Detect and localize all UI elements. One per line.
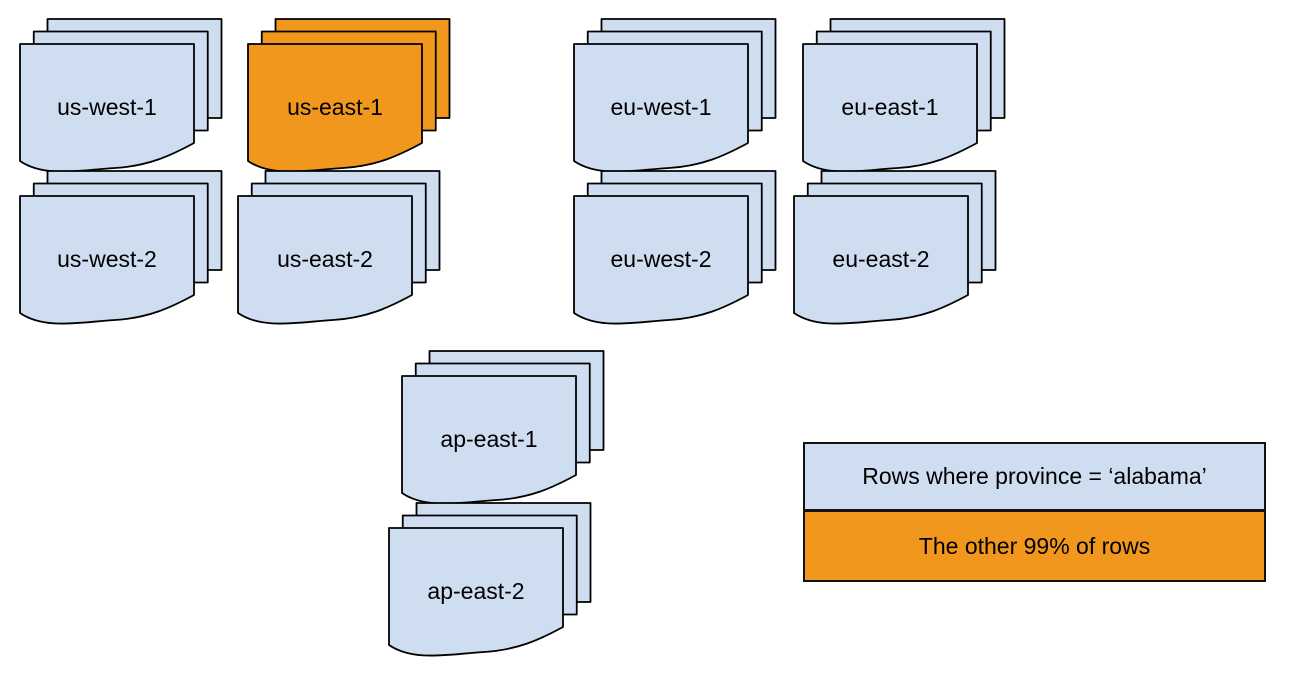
legend-item-alabama-rows: Rows where province = ‘alabama’ (805, 444, 1264, 512)
document-front-sheet (802, 43, 978, 173)
region-label: us-east-1 (287, 93, 383, 120)
region-stack-us-east-1: us-east-1 (247, 18, 451, 180)
document-front-sheet (573, 43, 749, 173)
legend-item-label: The other 99% of rows (918, 532, 1151, 559)
region-stack-eu-west-1: eu-west-1 (573, 18, 777, 180)
document-front-sheet (388, 527, 564, 657)
document-front-sheet (793, 195, 969, 325)
region-stack-eu-east-1: eu-east-1 (802, 18, 1006, 180)
region-stack-eu-west-2: eu-west-2 (573, 170, 777, 332)
region-label: us-west-1 (57, 93, 157, 120)
region-label: eu-east-1 (841, 93, 939, 120)
document-front-sheet (19, 43, 195, 173)
region-label: eu-east-2 (832, 245, 930, 272)
legend: Rows where province = ‘alabama’ The othe… (803, 442, 1266, 582)
region-label: us-west-2 (57, 245, 157, 272)
region-stack-us-west-2: us-west-2 (19, 170, 223, 332)
legend-item-label: Rows where province = ‘alabama’ (862, 463, 1207, 489)
document-front-sheet (573, 195, 749, 325)
legend-item-other-rows: The other 99% of rows (805, 512, 1264, 580)
region-label: ap-east-2 (427, 577, 525, 604)
document-front-sheet (19, 195, 195, 325)
region-label: eu-west-1 (610, 93, 712, 120)
document-front-sheet (237, 195, 413, 325)
document-front-sheet (247, 43, 423, 173)
region-stack-us-west-1: us-west-1 (19, 18, 223, 180)
region-stack-ap-east-2: ap-east-2 (388, 502, 592, 664)
region-label: ap-east-1 (440, 425, 538, 452)
region-stack-eu-east-2: eu-east-2 (793, 170, 997, 332)
region-label: eu-west-2 (610, 245, 712, 272)
document-front-sheet (401, 375, 577, 505)
region-stack-ap-east-1: ap-east-1 (401, 350, 605, 512)
region-label: us-east-2 (277, 245, 373, 272)
region-stack-us-east-2: us-east-2 (237, 170, 441, 332)
